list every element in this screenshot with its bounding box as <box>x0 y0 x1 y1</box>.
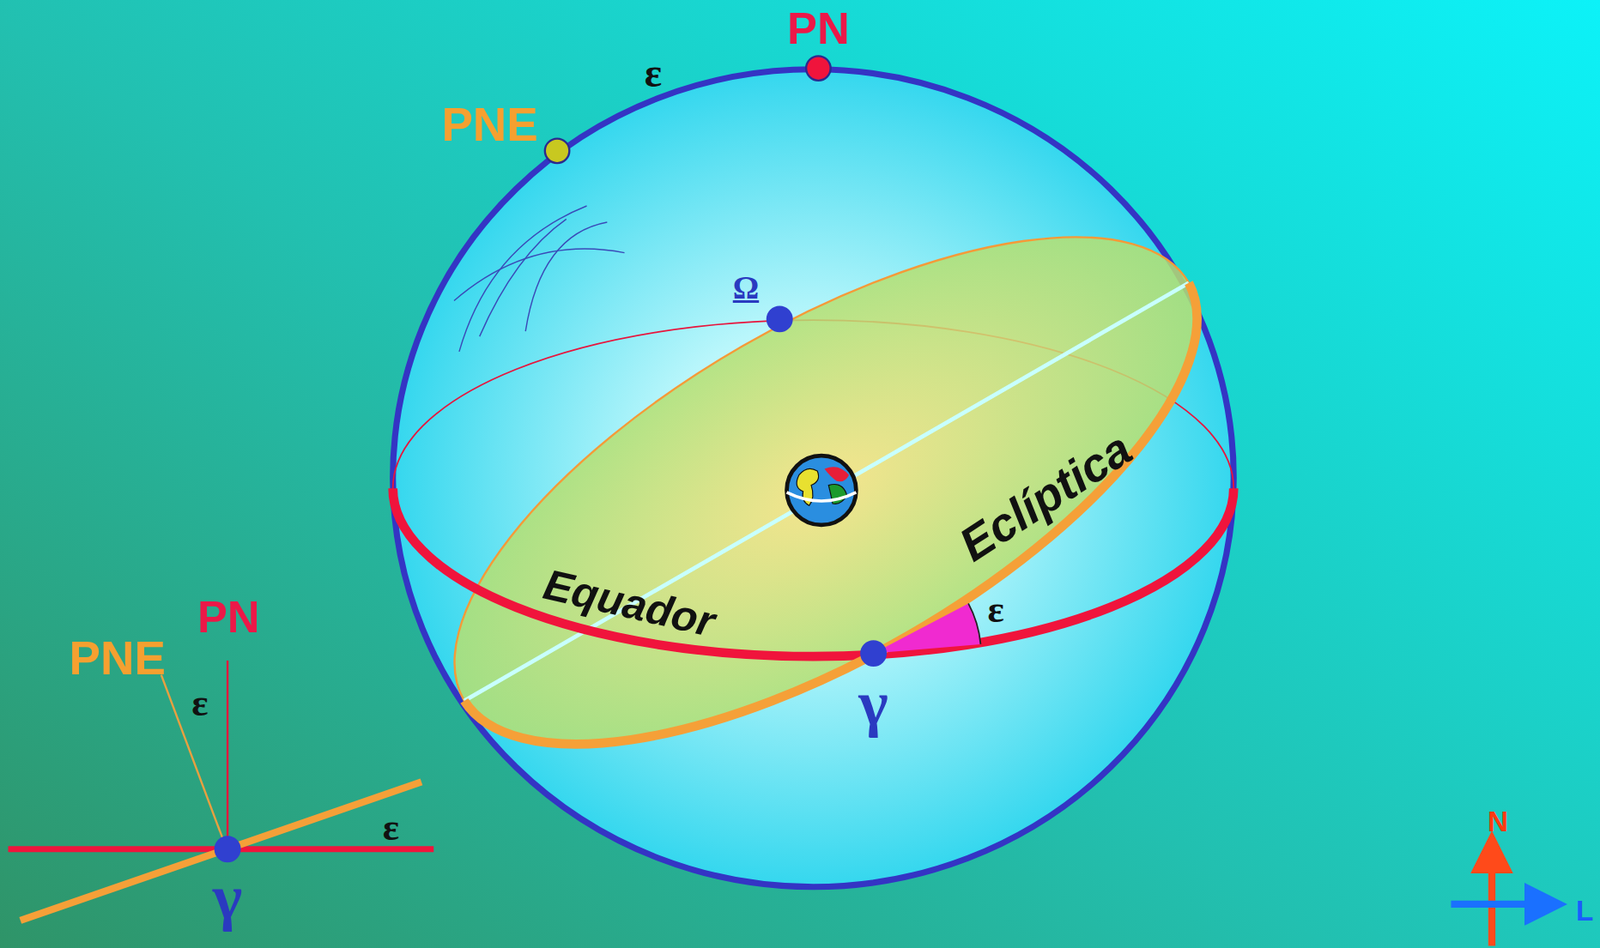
angle-symbol: ε <box>191 684 208 724</box>
equinox-symbol: γ <box>212 866 243 930</box>
pole-label: PNE <box>68 634 165 682</box>
node-symbol: Ω <box>733 271 759 304</box>
pole-label: PNE <box>441 101 538 149</box>
pole-label: PN <box>197 594 261 640</box>
equinox-symbol: γ <box>858 672 888 736</box>
obliquity-symbol: ε <box>644 53 662 95</box>
compass-label: N <box>1487 808 1509 837</box>
angle-symbol: ε <box>382 809 400 849</box>
compass-label: L <box>1575 896 1594 926</box>
angle-symbol: ε <box>987 590 1005 630</box>
pole-label: PN <box>787 6 850 51</box>
